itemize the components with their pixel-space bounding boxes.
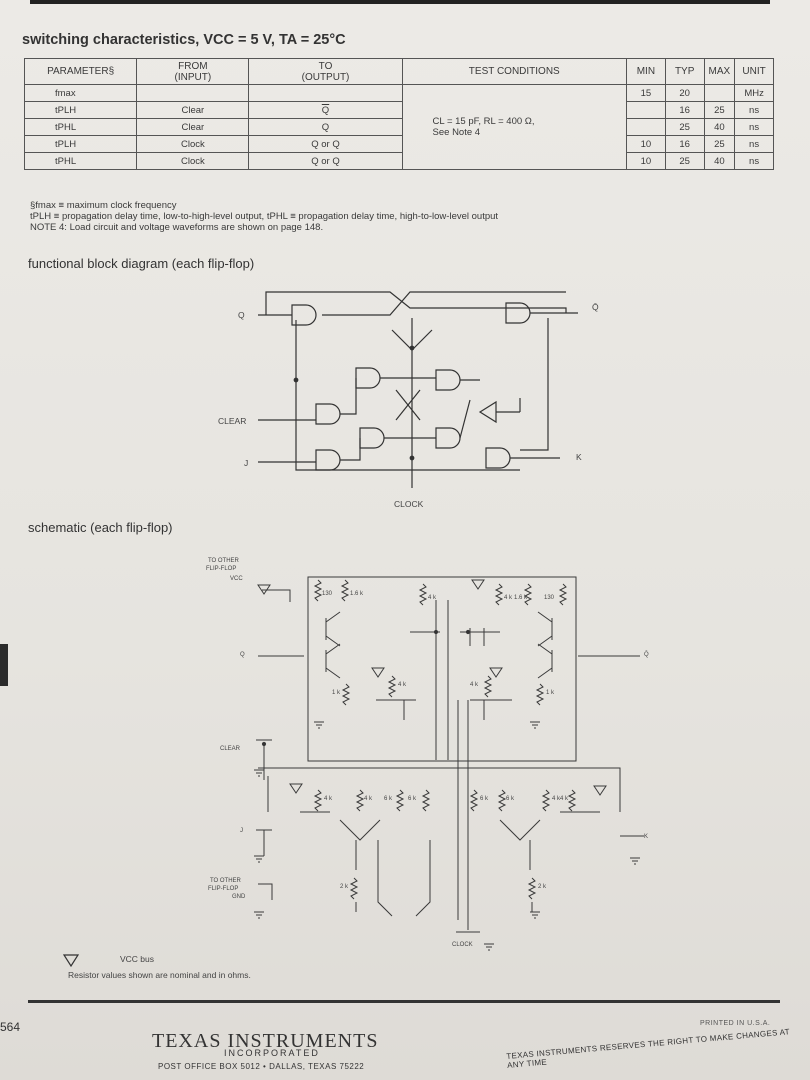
conditions-line1: CL = 15 pF, RL = 400 Ω,: [432, 116, 535, 127]
sch-label-to-other-bot: TO OTHER: [210, 878, 241, 884]
header-parameter: PARAMETER§: [23, 58, 138, 85]
bd-label-q: Q: [238, 310, 245, 320]
resistor-value: 4 k: [552, 796, 561, 802]
sch-label-to-other-top: TO OTHER: [208, 558, 239, 564]
header-to-label: TO: [318, 60, 333, 72]
resistor-value: 6 k: [480, 796, 489, 802]
resistor-value: 4 k: [324, 796, 333, 802]
side-tab-marker: [0, 644, 8, 686]
footnotes: §fmax ≡ maximum clock frequency tPLH ≡ p…: [30, 200, 498, 233]
resistor-legend: Resistor values shown are nominal and in…: [68, 970, 251, 980]
header-typ: TYP: [664, 58, 705, 85]
header-max: MAX: [703, 58, 736, 85]
company-logo: TEXAS INSTRUMENTS: [152, 1030, 379, 1052]
footer-rule: [28, 1000, 780, 1003]
table-row: tPLH Clear Q 16 25 ns: [23, 101, 774, 119]
note-4: NOTE 4: Load circuit and voltage wavefor…: [30, 222, 324, 233]
sch-label-q: Q: [240, 652, 245, 658]
bd-label-j: J: [244, 458, 249, 468]
table-row: tPHL Clock Q or Q 10 25 40 ns: [23, 152, 774, 170]
header-to-sub: (OUTPUT): [301, 71, 350, 83]
sch-label-vcc: VCC: [230, 576, 243, 582]
resistor-value: 4 k: [470, 682, 479, 688]
resistor-value: 1.6 k: [350, 591, 364, 597]
resistor-value: 4 k: [428, 595, 437, 601]
header-conditions: TEST CONDITIONS: [401, 58, 628, 85]
resistor-value: 4 k: [560, 796, 569, 802]
q-output-gate: [291, 304, 317, 326]
resistor-value: 1.6 k: [514, 595, 528, 601]
note-fmax: §fmax ≡ maximum clock frequency: [30, 200, 177, 211]
bd-label-k: K: [576, 452, 582, 462]
resistor-value: 4 k: [364, 796, 373, 802]
conditions-line2: See Note 4: [432, 127, 481, 138]
resistor-value: 2 k: [538, 884, 547, 890]
switching-characteristics-table: PARAMETER§ FROM(INPUT) TO(OUTPUT) TEST C…: [23, 58, 774, 170]
vcc-bus-legend: VCC bus: [120, 954, 155, 964]
cell-min: 10: [626, 152, 666, 170]
company-address: POST OFFICE BOX 5012 • DALLAS, TEXAS 752…: [158, 1062, 365, 1071]
table-header-row: PARAMETER§ FROM(INPUT) TO(OUTPUT) TEST C…: [23, 58, 774, 85]
resistor-value: 4 k: [504, 595, 513, 601]
bd-label-qbar: Q̄: [592, 302, 599, 312]
sch-label-gnd: GND: [232, 894, 246, 900]
header-from-sub: (INPUT): [174, 71, 212, 83]
header-from: FROM(INPUT): [136, 58, 250, 85]
bd-label-clear: CLEAR: [218, 416, 247, 426]
page-number: 564: [0, 1020, 21, 1034]
vcc-bus-legend-icon: [62, 954, 80, 968]
top-rule: [30, 0, 770, 4]
cell-conditions: CL = 15 pF, RL = 400 Ω,See Note 4: [401, 84, 628, 170]
sch-label-j: J: [240, 828, 243, 834]
resistor-value: 130: [322, 591, 333, 597]
section-title: switching characteristics, VCC = 5 V, TA…: [22, 32, 346, 48]
sch-label-flip-flop-bot: FLIP-FLOP: [208, 886, 239, 892]
sch-label-k: K: [644, 834, 649, 840]
resistor-value: 6 k: [506, 796, 515, 802]
sch-label-clock: CLOCK: [452, 942, 473, 948]
cell-unit: ns: [734, 152, 774, 170]
header-min: MIN: [626, 58, 666, 85]
schematic-heading: schematic (each flip-flop): [28, 520, 173, 535]
sch-label-clear: CLEAR: [220, 746, 241, 752]
sch-label-qbar: Q̄: [644, 652, 649, 658]
cell-typ: 25: [664, 152, 705, 170]
cell-unit: ns: [734, 118, 774, 136]
resistor-value: 6 k: [408, 796, 417, 802]
sch-label-flip-flop-top: FLIP-FLOP: [206, 566, 237, 572]
company-incorporated: INCORPORATED: [224, 1048, 320, 1058]
cell-from: Clock: [136, 152, 250, 170]
resistor-value: 1 k: [332, 690, 341, 696]
block-diagram-heading: functional block diagram (each flip-flop…: [28, 256, 255, 271]
cell-typ: 16: [664, 101, 705, 119]
table-row: fmax CL = 15 pF, RL = 400 Ω,See Note 4 1…: [23, 84, 774, 170]
printed-in-usa: PRINTED IN U.S.A.: [700, 1020, 771, 1027]
resistor-value: 4 k: [398, 682, 407, 688]
header-from-label: FROM: [178, 60, 208, 72]
resistor-value: 6 k: [384, 796, 393, 802]
note-tplh: tPLH ≡ propagation delay time, low-to-hi…: [30, 211, 499, 222]
table-row: tPLH Clock Q or Q 10 16 25 ns: [23, 135, 774, 153]
resistor-value: 2 k: [340, 884, 349, 890]
resistor-value: 130: [544, 595, 555, 601]
resistor-value: 1 k: [546, 690, 555, 696]
qbar-output-gate: [505, 302, 531, 324]
cell-to: Q or Q: [248, 152, 403, 170]
bd-label-clock: CLOCK: [394, 499, 424, 509]
